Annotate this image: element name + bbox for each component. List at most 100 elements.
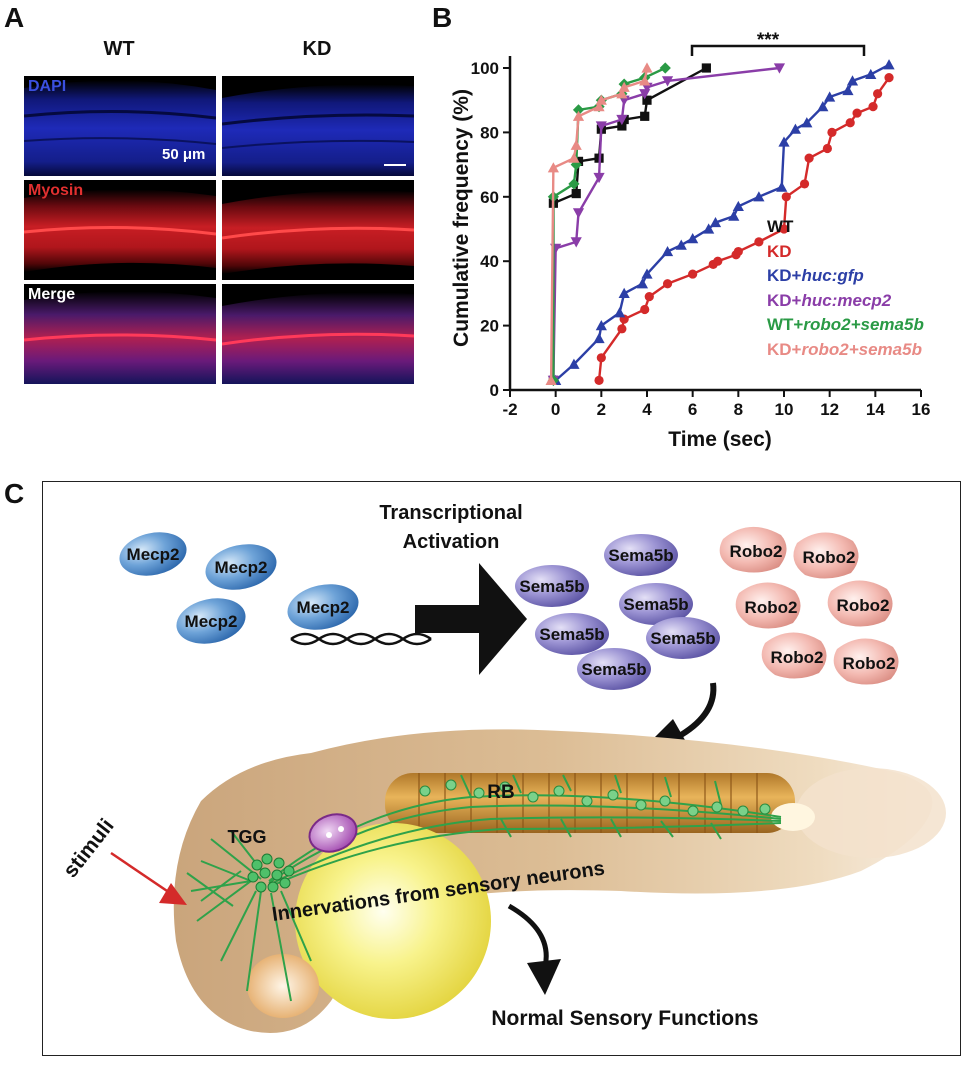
data-point xyxy=(779,224,789,234)
y-tick-label: 40 xyxy=(480,252,499,271)
y-tick-label: 60 xyxy=(480,188,499,207)
data-point xyxy=(618,287,630,298)
data-point xyxy=(865,68,877,80)
data-point xyxy=(639,75,651,86)
data-point xyxy=(817,101,829,112)
column-label-kd: KD xyxy=(302,38,332,60)
data-point xyxy=(868,102,878,112)
legend-entry: WT xyxy=(767,215,924,240)
micrograph-dapi-wt: DAPI 50 μm xyxy=(24,76,216,176)
panel-a-letter: A xyxy=(4,2,25,33)
scale-bar xyxy=(384,164,406,166)
sema5b-proteins xyxy=(515,534,720,690)
sema5b-label: Sema5b xyxy=(519,577,584,596)
x-tick-label: 14 xyxy=(866,400,885,419)
y-tick-label: 0 xyxy=(490,381,499,400)
rb-neuron-cells xyxy=(419,779,771,817)
significance-bracket xyxy=(690,44,866,56)
scale-label: 50 μm xyxy=(162,146,206,163)
data-point xyxy=(594,375,604,385)
y-tick-label: 100 xyxy=(471,59,499,78)
x-tick-label: 8 xyxy=(734,400,743,419)
legend-entry: KD xyxy=(767,240,924,265)
x-tick-label: 4 xyxy=(642,400,652,419)
data-point xyxy=(661,76,674,87)
data-point xyxy=(661,245,674,257)
purple-cell xyxy=(308,813,358,853)
series-line xyxy=(552,66,780,381)
data-point xyxy=(572,208,585,219)
data-point xyxy=(636,278,649,289)
data-point xyxy=(595,320,607,331)
data-point xyxy=(709,216,722,228)
y-tick-label: 20 xyxy=(480,317,499,336)
arrow-label-line1: Transcriptional xyxy=(379,502,522,524)
data-point xyxy=(824,91,836,102)
series-3 xyxy=(547,63,786,386)
data-point xyxy=(799,179,810,189)
column-label-wt: WT xyxy=(103,38,135,60)
x-tick-label: 0 xyxy=(551,400,560,419)
micrograph-merge-wt: Merge xyxy=(24,284,216,384)
data-point xyxy=(675,239,687,250)
data-point xyxy=(778,136,790,147)
data-point xyxy=(641,268,653,279)
transcriptional-activation-arrow xyxy=(415,563,527,675)
data-point xyxy=(733,246,743,257)
y-axis-label: Cumulative frequency (%) xyxy=(450,89,473,347)
data-point xyxy=(884,73,894,83)
sema5b-label: Sema5b xyxy=(623,595,688,614)
data-point xyxy=(641,62,653,73)
data-point xyxy=(732,200,744,212)
robo2-label: Robo2 xyxy=(745,598,798,617)
x-tick-label: -2 xyxy=(502,400,517,419)
data-point xyxy=(701,63,711,73)
micrograph-dapi-kd xyxy=(222,76,414,176)
data-point xyxy=(568,358,580,369)
sema5b-label: Sema5b xyxy=(581,660,646,679)
micrograph-myosin-wt: Myosin xyxy=(24,180,216,280)
data-point xyxy=(617,121,627,131)
significance-stars: *** xyxy=(757,30,780,51)
data-point xyxy=(568,178,580,190)
x-tick-label: 10 xyxy=(775,400,794,419)
data-point xyxy=(593,101,605,112)
panel-b-letter: B xyxy=(432,2,453,33)
yolk xyxy=(295,823,491,1019)
legend-entry: KD+robo2+sema5b xyxy=(767,338,924,363)
data-point xyxy=(845,118,855,128)
data-point xyxy=(804,153,814,163)
data-point xyxy=(846,75,859,86)
data-point xyxy=(572,104,585,116)
legend-entry: KD+huc:gfp xyxy=(767,264,924,289)
rb-label: RB xyxy=(487,782,514,803)
legend-text: KD+ xyxy=(767,339,802,359)
data-point xyxy=(753,191,765,202)
curved-arrow-to-fish xyxy=(679,682,717,738)
series-1 xyxy=(594,73,894,385)
data-point xyxy=(596,353,606,363)
data-point xyxy=(614,307,626,318)
x-axis-label: Time (sec) xyxy=(668,428,772,451)
data-point xyxy=(662,279,673,289)
legend-entry: WT+robo2+sema5b xyxy=(767,313,924,338)
data-point xyxy=(640,111,650,121)
legend-text: WT+ xyxy=(767,315,804,334)
series-5 xyxy=(545,62,653,385)
data-point xyxy=(570,159,582,171)
data-point xyxy=(545,374,557,385)
sema5b-label: Sema5b xyxy=(539,625,604,644)
robo2-label: Robo2 xyxy=(771,648,824,667)
mecp2-label: Mecp2 xyxy=(185,612,238,631)
series-2 xyxy=(550,59,895,385)
data-point xyxy=(568,152,580,163)
mecp2-proteins xyxy=(119,532,359,644)
mecp2-label: Mecp2 xyxy=(297,598,350,617)
data-point xyxy=(713,256,723,266)
stimuli-arrow xyxy=(159,883,187,905)
data-point xyxy=(642,95,652,105)
series-0 xyxy=(548,63,711,385)
